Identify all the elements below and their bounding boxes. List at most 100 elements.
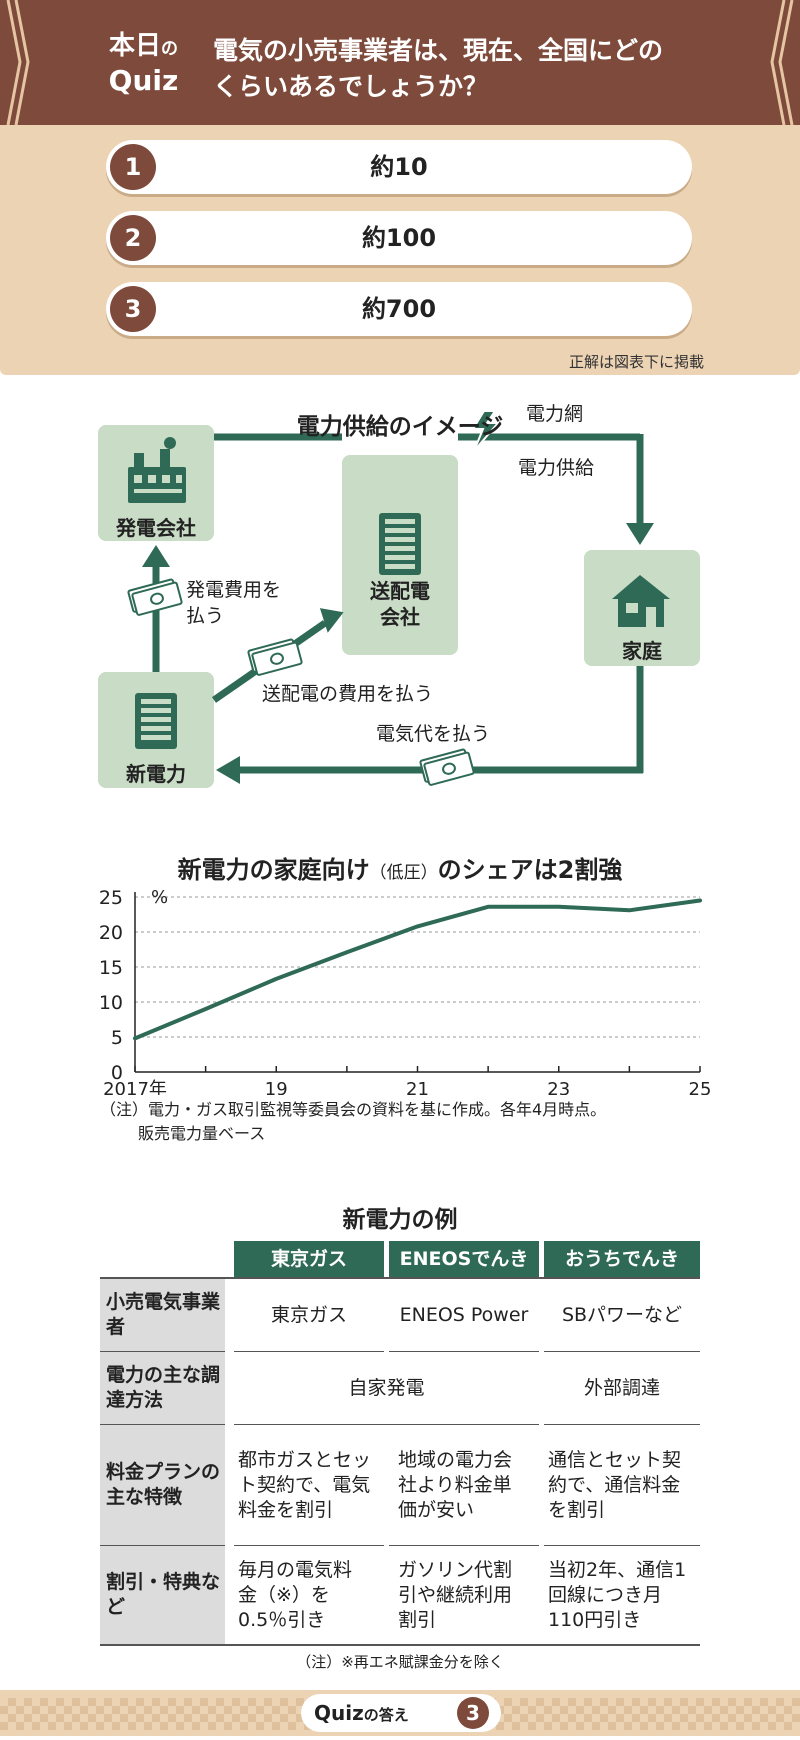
money-icon-bill xyxy=(419,748,475,786)
checker-square xyxy=(128,1722,136,1730)
power-grid-line xyxy=(214,433,644,530)
cell-plan-tokyo-gas: 都市ガスとセット契約で、電気料金を割引 xyxy=(238,1448,372,1521)
checker-square xyxy=(208,1706,216,1714)
transmission-cost-label: 送配電の費用を払う xyxy=(262,683,434,705)
checker-square xyxy=(192,1706,200,1714)
chart-note: （注）電力・ガス取引監視等委員会の資料を基に作成。各年4月時点。 販売電力量ベー… xyxy=(100,1098,606,1146)
checker-square xyxy=(200,1698,208,1706)
checker-square xyxy=(784,1722,792,1730)
checker-square xyxy=(192,1722,200,1730)
checker-square xyxy=(96,1722,104,1730)
checker-square xyxy=(0,1706,8,1714)
checker-square xyxy=(520,1698,528,1706)
cell-plan-ouchi: 通信とセット契約で、通信料金を割引 xyxy=(548,1448,682,1521)
checker-square xyxy=(624,1706,632,1714)
checker-square xyxy=(568,1698,576,1706)
checker-square xyxy=(256,1722,264,1730)
checker-square xyxy=(632,1698,640,1706)
checker-square xyxy=(544,1706,552,1714)
table-top-rule xyxy=(100,1277,700,1279)
quiz-option-1[interactable]: 1 約10 xyxy=(106,140,692,194)
checker-square xyxy=(576,1706,584,1714)
checker-square xyxy=(136,1714,144,1722)
checker-square xyxy=(656,1706,664,1714)
row-header-retailer: 小売電気事業者 xyxy=(100,1279,225,1351)
chart-title-paren: （低圧） xyxy=(369,863,438,883)
quiz-answer-note: 正解は図表下に掲載 xyxy=(568,353,704,371)
checker-square xyxy=(216,1698,224,1706)
option-text: 約100 xyxy=(361,224,437,252)
checker-square xyxy=(768,1706,776,1714)
checker-square xyxy=(48,1722,56,1730)
lightning-icon xyxy=(471,410,501,452)
checker-square xyxy=(256,1706,264,1714)
checker-square xyxy=(560,1722,568,1730)
x-tick-label: 19 xyxy=(265,1079,288,1095)
gen-cost-label: 発電費用を 払う xyxy=(186,577,281,629)
checker-square xyxy=(120,1698,128,1706)
transmission-label: 送配電 会社 xyxy=(342,578,458,630)
checker-square xyxy=(8,1698,16,1706)
generator-label: 発電会社 xyxy=(116,516,196,540)
checker-square xyxy=(720,1706,728,1714)
quiz-option-2[interactable]: 2 約100 xyxy=(106,211,692,265)
checker-square xyxy=(288,1722,296,1730)
checker-square xyxy=(608,1722,616,1730)
checker-square xyxy=(288,1706,296,1714)
checker-square xyxy=(232,1714,240,1722)
table-title: 新電力の例 xyxy=(342,1207,458,1233)
option-number-badge: 1 xyxy=(110,144,156,190)
checker-square xyxy=(584,1698,592,1706)
checker-square xyxy=(680,1698,688,1706)
cell-plan-eneos: 地域の電力会社より料金単価が安い xyxy=(398,1448,513,1521)
checker-square xyxy=(560,1706,568,1714)
checker-square xyxy=(32,1706,40,1714)
checker-square xyxy=(40,1698,48,1706)
checker-square xyxy=(232,1698,240,1706)
checker-square xyxy=(704,1722,712,1730)
new-power-label: 新電力 xyxy=(126,762,186,786)
checker-square xyxy=(640,1706,648,1714)
option-number-badge: 2 xyxy=(110,215,156,261)
checker-square xyxy=(496,1722,504,1730)
checker-square xyxy=(112,1722,120,1730)
checker-square xyxy=(272,1706,280,1714)
checker-square xyxy=(544,1722,552,1730)
chart-note-line2: 販売電力量ベース xyxy=(138,1124,266,1143)
checker-square xyxy=(712,1714,720,1722)
checker-square xyxy=(664,1698,672,1706)
grid-label: 電力網 xyxy=(526,403,584,425)
factory-icon xyxy=(128,437,186,503)
quiz-option-3[interactable]: 3 約700 xyxy=(106,282,692,336)
checker-square xyxy=(632,1714,640,1722)
checker-square xyxy=(664,1714,672,1722)
checker-square xyxy=(104,1714,112,1722)
checker-square xyxy=(56,1698,64,1706)
y-tick-label: 0 xyxy=(111,1062,123,1084)
y-tick-label: 20 xyxy=(99,922,123,944)
checker-square xyxy=(736,1706,744,1714)
cell-discount-eneos: ガソリン代割引や継続利用割引 xyxy=(398,1558,513,1631)
transmission-label-line1: 送配電 xyxy=(370,579,430,603)
supply-label: 電力供給 xyxy=(518,457,595,479)
checker-square xyxy=(680,1714,688,1722)
quiz-question-line2: くらいあるでしょうか？ xyxy=(213,72,489,101)
building-icon xyxy=(379,513,421,575)
row-rule xyxy=(544,1545,700,1546)
checker-square xyxy=(688,1706,696,1714)
checker-square xyxy=(552,1698,560,1706)
checker-square xyxy=(608,1706,616,1714)
diagram-graphics xyxy=(98,410,700,788)
y-unit-label: % xyxy=(151,887,168,908)
share-series-line xyxy=(133,898,702,1041)
checker-square xyxy=(24,1714,32,1722)
checker-square xyxy=(648,1714,656,1722)
transmission-label-line2: 会社 xyxy=(380,605,420,629)
checker-square xyxy=(776,1714,784,1722)
checker-square xyxy=(176,1706,184,1714)
checker-square xyxy=(272,1722,280,1730)
chart-title: 新電力の家庭向け（低圧）のシェアは2割強 xyxy=(100,850,700,885)
checker-square xyxy=(504,1714,512,1722)
power-supply-diagram: 電力供給のイメージ 発電会社 送配電 会社 家庭 新電力 電力網 電力供給 発電… xyxy=(0,395,800,815)
checker-square xyxy=(24,1698,32,1706)
